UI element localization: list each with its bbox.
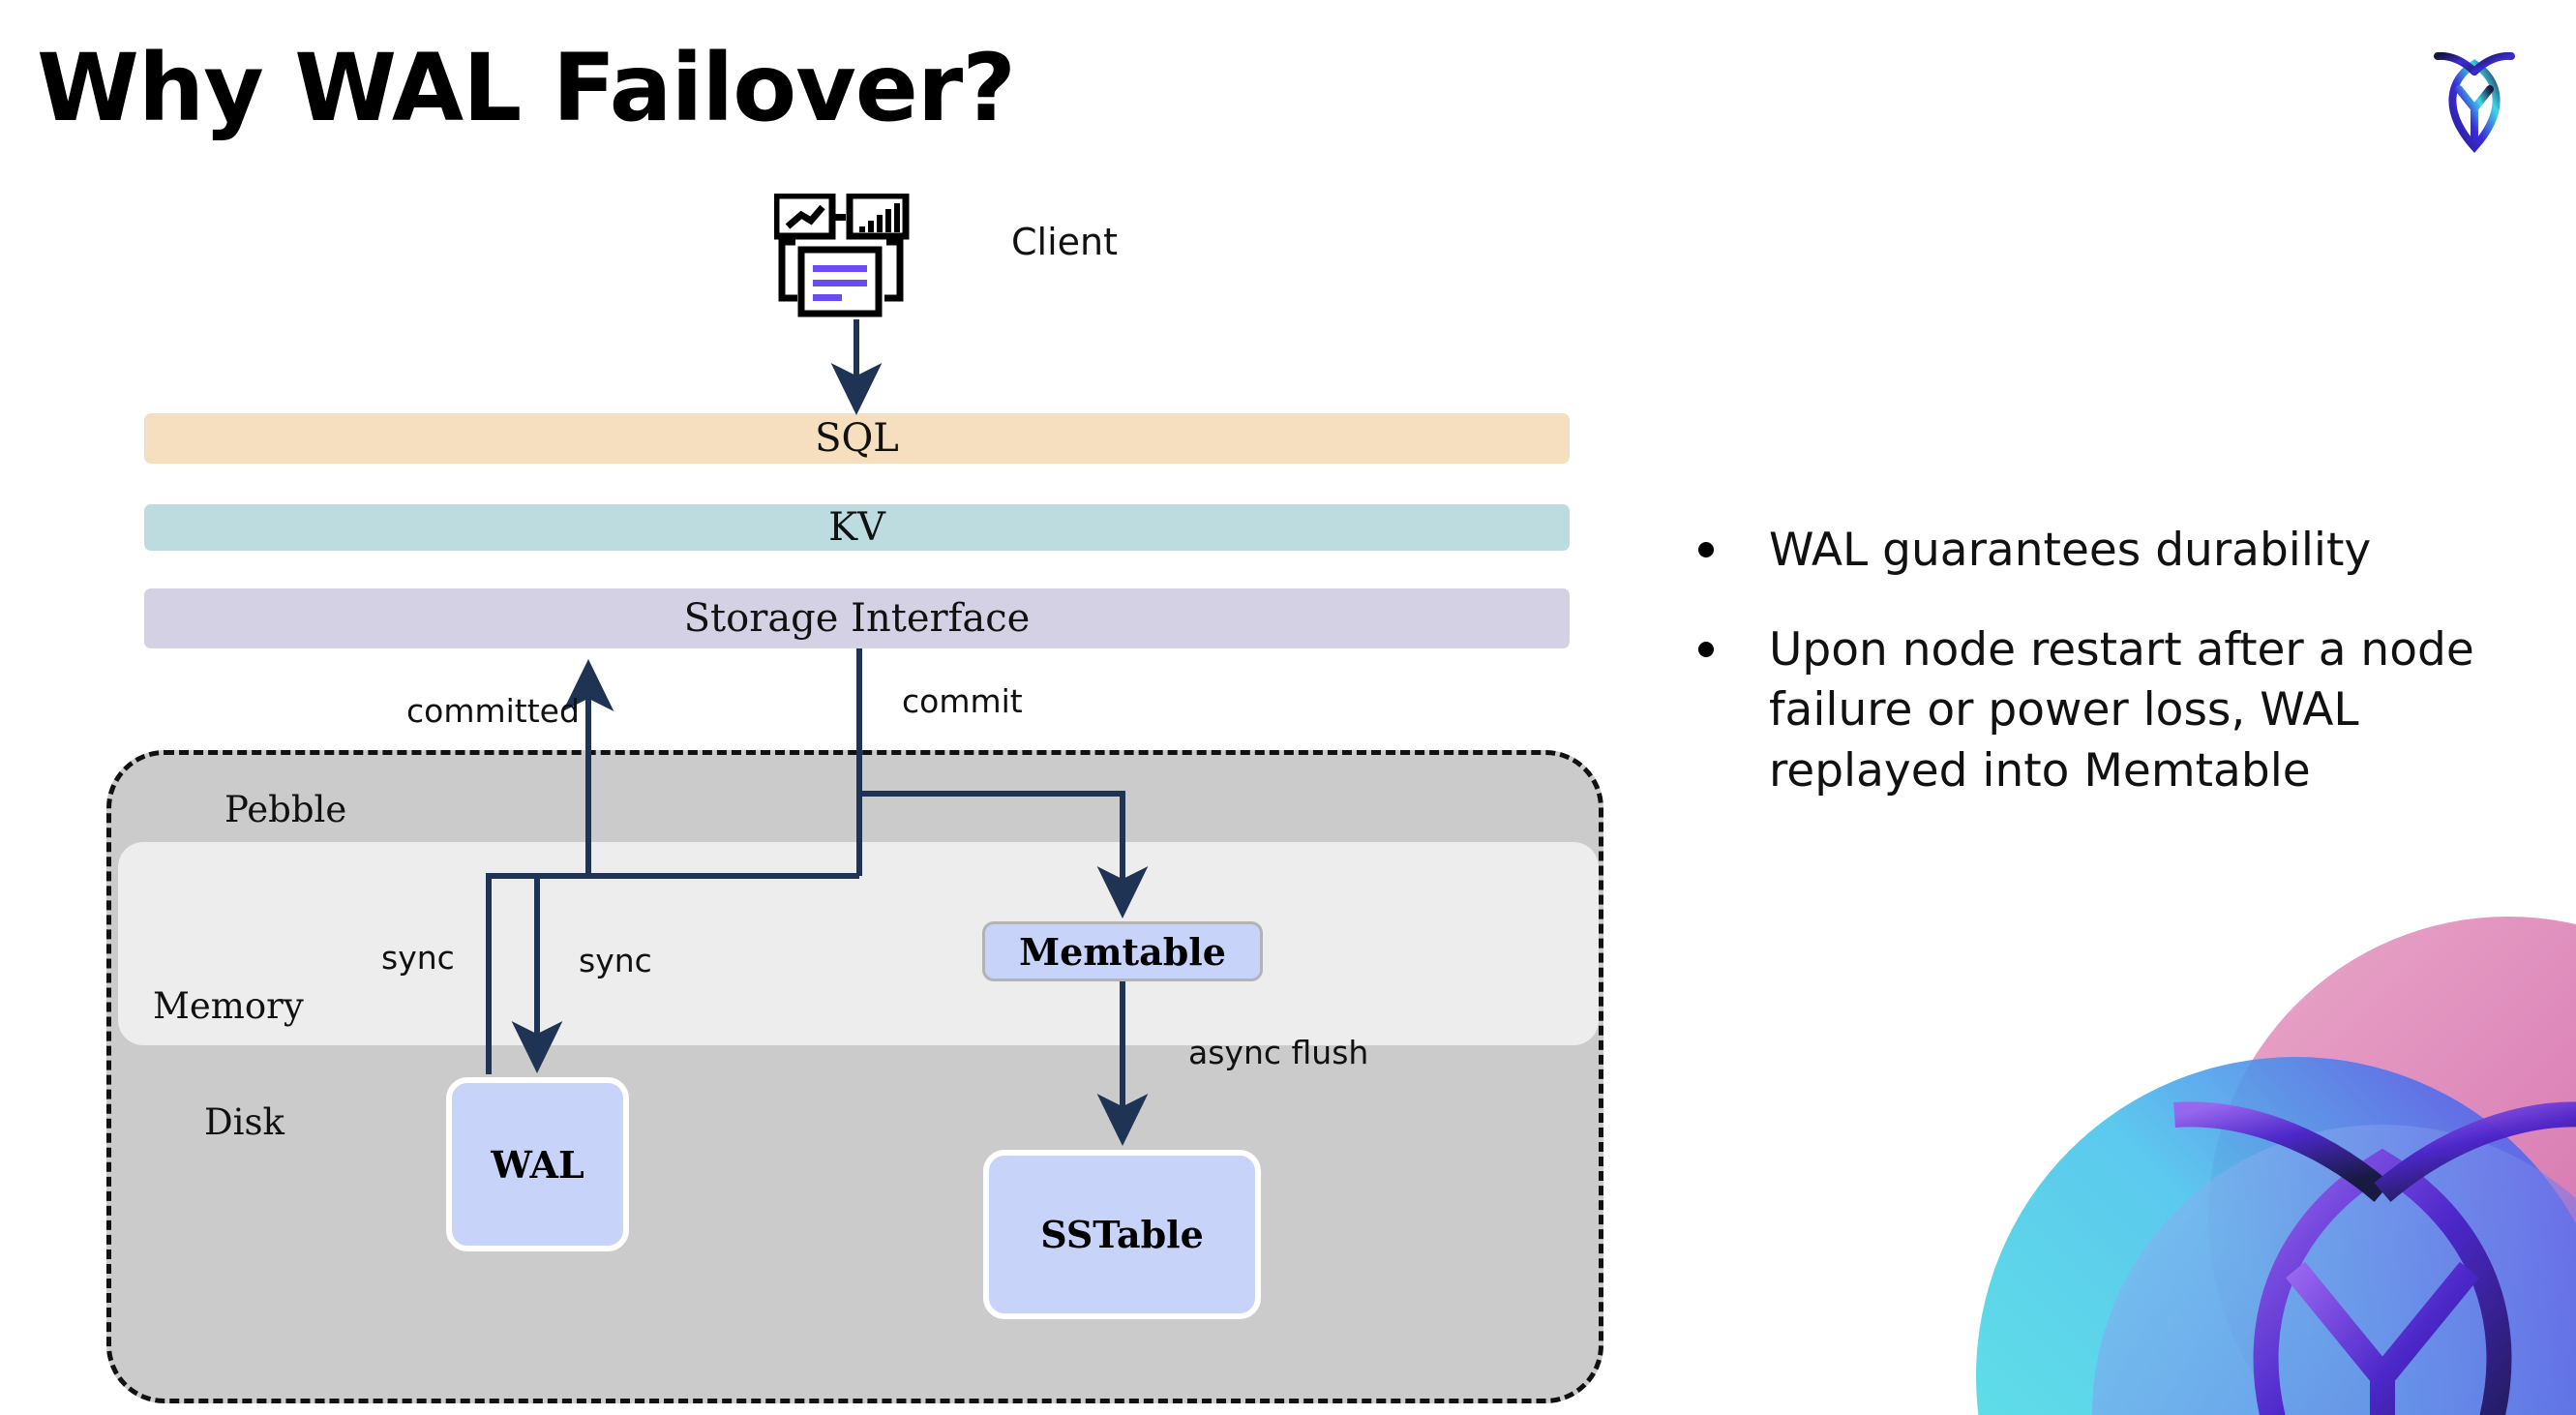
memtable-node: Memtable [982, 921, 1263, 981]
memory-region [118, 842, 1599, 1045]
storage-interface-bar: Storage Interface [144, 588, 1570, 648]
bullet-text: Upon node restart after a node failure o… [1769, 622, 2474, 798]
client-dashboard-icon [772, 192, 929, 319]
client-label: Client [1011, 221, 1119, 263]
sql-layer-bar: SQL [144, 413, 1570, 464]
wal-node: WAL [446, 1077, 629, 1251]
memtable-label: Memtable [1019, 929, 1226, 974]
edge-label-async-flush: async flush [1188, 1034, 1369, 1071]
edge-label-sync-left: sync [381, 939, 455, 977]
bullet-dot-icon [1698, 542, 1714, 557]
kv-layer-bar: KV [144, 504, 1570, 551]
edge-label-committed: committed [406, 692, 580, 730]
pebble-label: Pebble [225, 789, 347, 830]
bullet-dot-icon [1698, 641, 1714, 657]
page-title: Why WAL Failover? [37, 34, 1016, 142]
edge-label-sync-right: sync [579, 942, 652, 979]
list-item: WAL guarantees durability [1698, 521, 2501, 582]
cockroachdb-logo-icon [2407, 29, 2542, 165]
sstable-label: SSTable [1040, 1213, 1204, 1256]
bullet-list: WAL guarantees durability Upon node rest… [1698, 521, 2501, 840]
storage-interface-label: Storage Interface [683, 596, 1031, 641]
cockroachdb-watermark-icon [1841, 873, 2576, 1415]
edge-label-commit: commit [902, 682, 1023, 720]
disk-label: Disk [204, 1101, 285, 1143]
list-item: Upon node restart after a node failure o… [1698, 620, 2501, 802]
bullet-text: WAL guarantees durability [1769, 524, 2372, 577]
wal-label: WAL [491, 1142, 584, 1187]
sstable-node: SSTable [983, 1150, 1261, 1319]
kv-layer-label: KV [828, 505, 885, 550]
memory-label: Memory [153, 985, 304, 1027]
sql-layer-label: SQL [815, 416, 899, 461]
